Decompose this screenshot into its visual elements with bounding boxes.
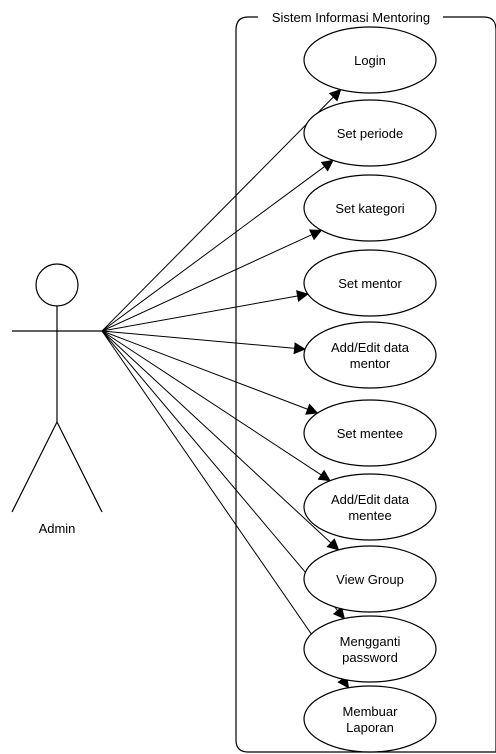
use-case-label: Membuar <box>343 704 399 719</box>
association-arrow-add-edit-data-mentor <box>101 330 306 355</box>
use-case-label: Add/Edit data <box>331 340 410 355</box>
use-case-set-kategori: Set kategori <box>303 174 437 242</box>
use-case-ellipse <box>303 399 437 467</box>
use-case-label: Set periode <box>337 126 404 141</box>
use-case-ellipse <box>303 249 437 317</box>
association-arrow-add-edit-data-mentee <box>101 330 331 482</box>
use-case-ellipse <box>303 615 437 683</box>
association-arrow-set-mentor <box>101 290 309 332</box>
use-case-ellipse <box>303 685 437 753</box>
association-arrow-set-periode <box>101 159 334 332</box>
use-case-ellipse <box>303 174 437 242</box>
use-case-set-mentor: Set mentor <box>303 249 437 317</box>
associations <box>101 88 350 689</box>
actor-right-leg <box>56 421 103 513</box>
actor-label: Admin <box>39 521 76 536</box>
association-arrow-login <box>101 88 342 332</box>
use-case-label: Login <box>354 53 386 68</box>
use-case-view-group: View Group <box>303 545 437 613</box>
system-boundary: Sistem Informasi Mentoring <box>235 10 496 753</box>
use-case-label: Add/Edit data <box>331 492 410 507</box>
association-arrow-set-kategori <box>101 229 323 332</box>
use-case-ellipse <box>303 26 437 94</box>
use-case-ellipse <box>303 545 437 613</box>
association-arrow-set-mentee <box>101 330 319 415</box>
use-case-ellipse <box>303 321 437 389</box>
use-case-label: mentor <box>350 356 391 371</box>
use-case-label: Mengganti <box>340 634 401 649</box>
system-title: Sistem Informasi Mentoring <box>272 10 430 25</box>
actor-head <box>35 263 79 307</box>
use-case-label: Set mentor <box>338 276 402 291</box>
use-case-login: Login <box>303 26 437 94</box>
use-case-label: View Group <box>336 572 404 587</box>
use-case-set-mentee: Set mentee <box>303 399 437 467</box>
association-arrow-membuar-laporan <box>101 330 350 689</box>
actor-left-leg <box>11 421 58 513</box>
use-case-ellipse <box>303 99 437 167</box>
use-case-ellipse <box>303 473 437 541</box>
association-arrow-view-group <box>101 330 340 551</box>
use-case-label: Set mentee <box>337 426 404 441</box>
use-case-label: Set kategori <box>335 201 404 216</box>
association-arrow-mengganti-password <box>101 330 346 620</box>
actor-admin: Admin <box>11 263 103 536</box>
use-case-label: Laporan <box>346 720 394 735</box>
use-case-label: password <box>342 650 398 665</box>
use-case-label: mentee <box>348 508 391 523</box>
use-case-set-periode: Set periode <box>303 99 437 167</box>
